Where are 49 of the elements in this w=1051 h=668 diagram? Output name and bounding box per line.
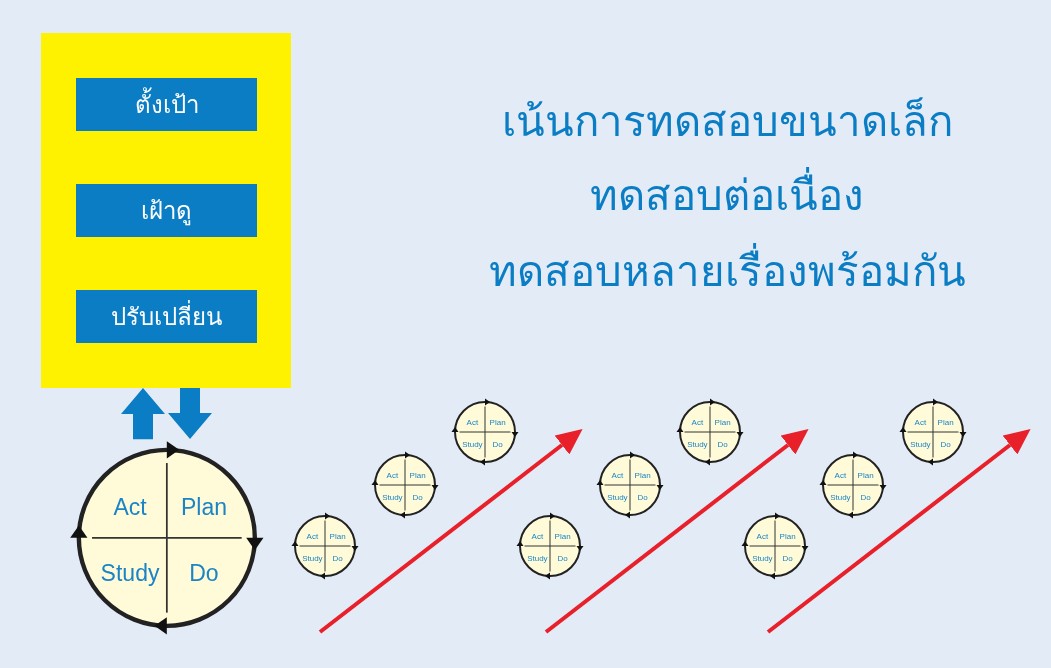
quadrant-label: Study — [462, 439, 483, 449]
quadrant-label: Plan — [857, 470, 874, 479]
quadrant-label: Act — [386, 470, 399, 479]
quadrant-label: Plan — [779, 531, 796, 540]
quadrant-label: Plan — [180, 493, 227, 521]
block-arrow — [168, 388, 212, 440]
quadrant-label: Do — [189, 559, 219, 587]
quadrant-label: Do — [782, 553, 793, 563]
quadrant-label: Do — [717, 439, 728, 449]
quadrant-label: Study — [527, 553, 548, 563]
quadrant-label: Do — [940, 439, 951, 449]
quadrant-label: Study — [302, 553, 323, 563]
quadrant-label: Do — [860, 492, 871, 502]
quadrant-label: Do — [637, 492, 648, 502]
quadrant-label: Do — [412, 492, 423, 502]
quadrant-label: Study — [910, 439, 931, 449]
quadrant-label: Study — [382, 492, 403, 502]
quadrant-label: Plan — [329, 531, 346, 540]
quadrant-label: Plan — [489, 417, 506, 426]
quadrant-label: Act — [531, 531, 544, 540]
quadrant-label: Do — [332, 553, 343, 563]
quadrant-label: Study — [687, 439, 708, 449]
quadrant-label: Act — [611, 470, 624, 479]
quadrant-label: Plan — [554, 531, 571, 540]
quadrant-label: Study — [607, 492, 628, 502]
heading-text: ทดสอบต่อเนื่อง — [590, 162, 864, 228]
heading-text: ทดสอบหลายเรื่องพร้อมกัน — [488, 238, 966, 304]
quadrant-label: Act — [113, 493, 147, 521]
quadrant-label: Act — [306, 531, 319, 540]
quadrant-label: Act — [834, 470, 847, 479]
block-arrow — [121, 388, 165, 440]
heading-text: เน้นการทดสอบขนาดเล็ก — [501, 96, 953, 148]
step-box: เฝ้าดู — [76, 184, 257, 237]
quadrant-label: Act — [466, 417, 479, 426]
quadrant-label: Plan — [937, 417, 954, 426]
quadrant-label: Act — [914, 417, 927, 426]
panel — [41, 33, 291, 388]
step-box: ปรับเปลี่ยน — [76, 290, 257, 343]
quadrant-label: Plan — [634, 470, 651, 479]
quadrant-label: Study — [752, 553, 773, 563]
quadrant-label: Act — [756, 531, 769, 540]
quadrant-label: Act — [691, 417, 704, 426]
quadrant-label: Study — [830, 492, 851, 502]
quadrant-label: Do — [492, 439, 503, 449]
quadrant-label: Do — [557, 553, 568, 563]
quadrant-label: Plan — [714, 417, 731, 426]
quadrant-label: Plan — [409, 470, 426, 479]
step-box: ตั้งเป้า — [76, 78, 257, 131]
quadrant-label: Study — [100, 559, 160, 587]
